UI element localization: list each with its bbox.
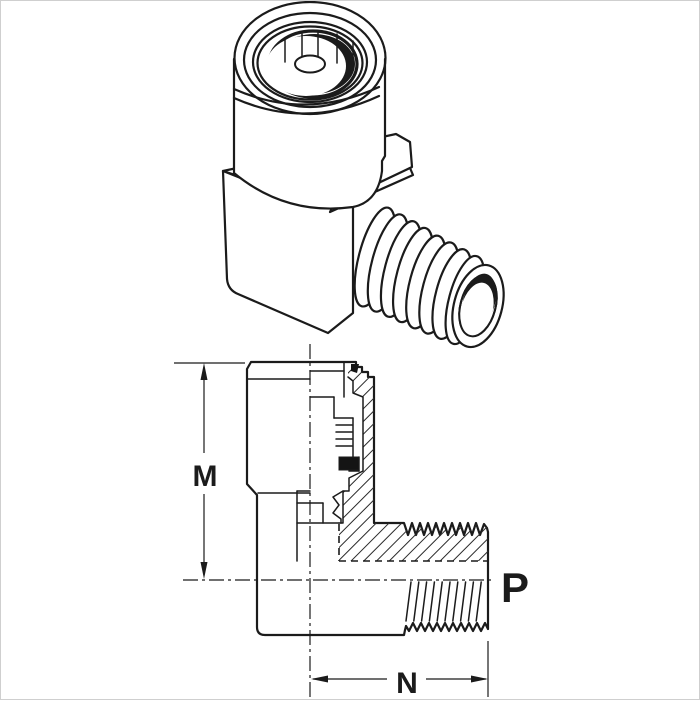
cap-cylinder-outline — [232, 57, 387, 210]
section-hatching — [339, 363, 488, 561]
stud-bore-outline — [458, 274, 498, 338]
thread-flank-lines — [405, 581, 482, 622]
bore-hidden-lines — [338, 524, 488, 562]
dimension-label-m: M — [193, 460, 218, 493]
centerlines — [183, 344, 491, 698]
m-arrow-down — [200, 562, 208, 579]
stud-bore-shadow-mask — [459, 282, 494, 340]
cap-bead-arc-1 — [232, 85, 381, 106]
n-arrow-left — [311, 675, 328, 683]
cap-ring-3 — [251, 20, 369, 104]
cap-ring-4 — [256, 25, 364, 101]
male-thread-stud — [353, 206, 505, 349]
cap-center-hole — [294, 54, 326, 74]
section-wall-boundary — [338, 376, 364, 524]
thread-port-label-p: P — [501, 564, 529, 611]
sleeve-exterior-lines — [246, 378, 311, 494]
cap-ring-2 — [242, 11, 378, 109]
grab-ring-section-black — [351, 364, 359, 373]
collet-cartridge-section — [296, 362, 360, 562]
n-arrow-right — [471, 675, 488, 683]
cap-bead-arc-2 — [232, 94, 381, 115]
section-view — [183, 344, 491, 698]
dimension-m: M — [174, 362, 245, 579]
dimension-n: N — [311, 641, 489, 700]
block-front-face — [221, 169, 355, 335]
seal-oring-section-black — [338, 456, 360, 471]
isometric-view — [221, 1, 505, 349]
m-arrow-up — [200, 363, 208, 380]
dimension-label-n: N — [396, 667, 418, 700]
